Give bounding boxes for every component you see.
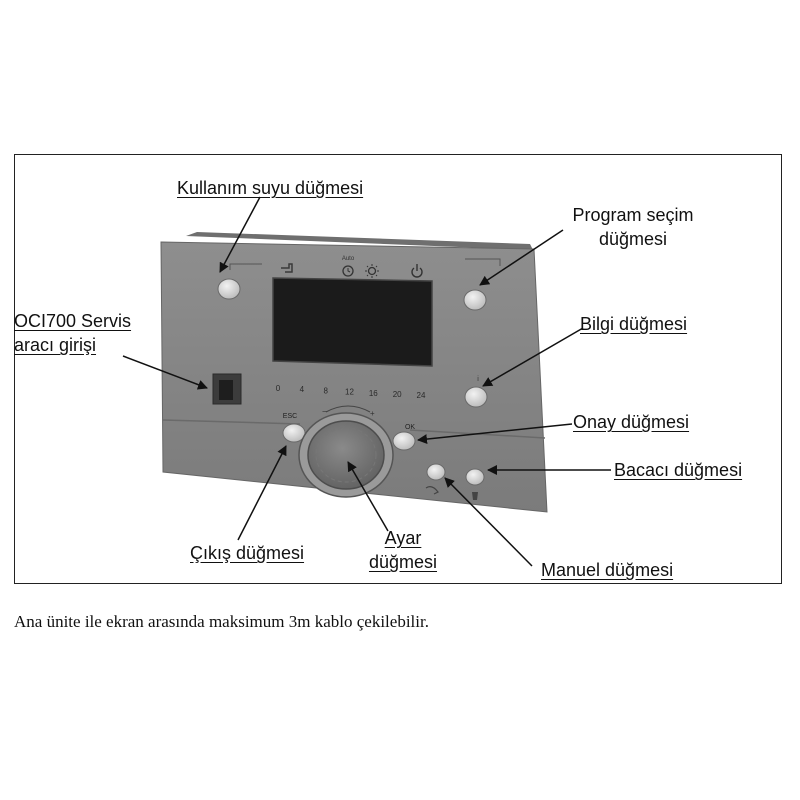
auto-label: Auto	[342, 256, 355, 262]
label-knob-line2: düğmesi	[368, 552, 438, 572]
arrow-dhw	[219, 196, 261, 273]
knob-grip	[315, 427, 377, 483]
scale-tick-12: 12	[345, 388, 354, 397]
label-ok-button: Onay düğmesi	[573, 412, 690, 432]
lcd-screen	[272, 277, 433, 367]
clock-icon	[342, 265, 354, 277]
sun-icon	[365, 264, 379, 278]
arrow-info	[482, 327, 584, 387]
plus-label: +	[370, 409, 375, 418]
power-icon	[411, 264, 423, 278]
tap-icon	[281, 263, 293, 273]
scale-tick-4: 4	[300, 385, 305, 394]
label-info-button: Bilgi düğmesi	[580, 314, 688, 334]
scale-tick-0: 0	[276, 384, 281, 393]
label-program-line1: Program seçim	[572, 205, 694, 225]
label-knob: Ayar düğmesi	[348, 526, 458, 574]
dhw-bracket	[229, 263, 262, 270]
label-service-line1: OCI700 Servis	[14, 311, 132, 331]
manual-button[interactable]	[426, 463, 446, 481]
lower-panel-line	[162, 419, 301, 425]
label-chimney-button: Bacacı düğmesi	[614, 460, 743, 480]
dhw-button[interactable]	[217, 278, 241, 300]
scale-tick-16: 16	[369, 389, 378, 398]
device-top-edge	[186, 232, 533, 250]
label-service-line2: aracı girişi	[14, 335, 97, 355]
scale-tick-24: 24	[417, 391, 426, 400]
esc-label: ESC	[283, 413, 297, 420]
program-button[interactable]	[463, 289, 487, 311]
ok-button[interactable]	[392, 431, 416, 451]
chimney-icon	[472, 492, 478, 500]
chimney-button[interactable]	[465, 468, 485, 486]
device-body	[160, 241, 548, 513]
hand-icon	[425, 486, 439, 495]
info-icon: i	[477, 376, 479, 383]
label-manual-button: Manuel düğmesi	[541, 560, 674, 580]
label-knob-line1: Ayar	[384, 528, 422, 548]
label-dhw-button: Kullanım suyu düğmesi	[177, 178, 364, 198]
arrow-exit	[237, 445, 287, 541]
arrow-program	[479, 229, 564, 286]
label-exit-button: Çıkış düğmesi	[190, 543, 305, 563]
scale-tick-8: 8	[323, 386, 328, 395]
figure-caption: Ana ünite ile ekran arasında maksimum 3m…	[14, 612, 429, 631]
setting-knob[interactable]	[307, 420, 385, 490]
label-program-button: Program seçim düğmesi	[548, 203, 718, 251]
arrow-knob	[347, 461, 389, 532]
service-port-slot	[219, 380, 233, 400]
info-button[interactable]	[464, 386, 488, 408]
ok-label: OK	[405, 424, 415, 431]
minus-label: −	[322, 407, 327, 416]
knob-arc	[325, 405, 371, 413]
hour-scale: 0 4 8 12 16 20 24	[276, 384, 426, 400]
arrow-manual	[444, 477, 533, 567]
scale-tick-20: 20	[393, 390, 402, 399]
figure-frame	[14, 154, 782, 584]
program-bracket	[465, 258, 501, 266]
label-service-port: OCI700 Servis aracı girişi	[14, 309, 131, 357]
label-program-line2: düğmesi	[598, 229, 668, 249]
arrow-ok	[417, 423, 573, 445]
arrow-service	[122, 355, 208, 390]
